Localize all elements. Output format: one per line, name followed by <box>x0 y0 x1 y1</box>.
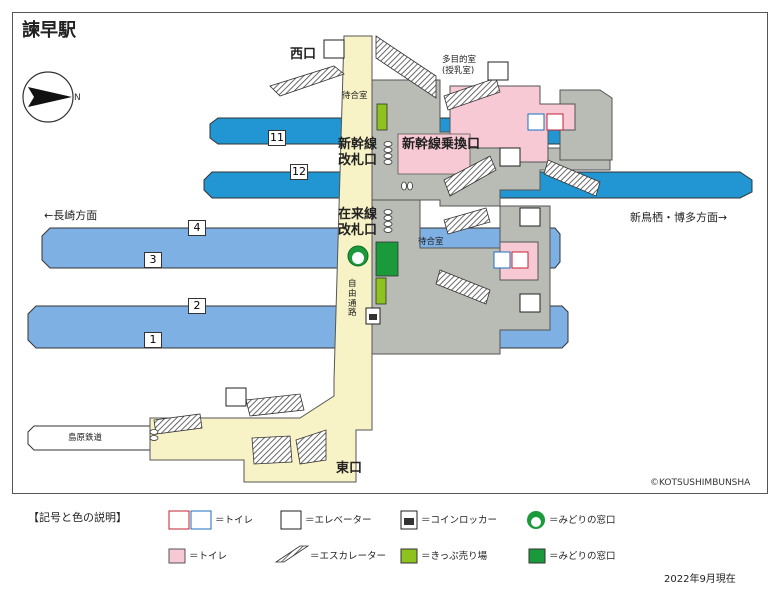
date-note: 2022年9月現在 <box>664 574 736 585</box>
platform-label-3: 3 <box>144 252 162 268</box>
conventional-gate-1: 在来線 <box>338 207 378 222</box>
direction-west: ←長崎方面 <box>44 209 98 222</box>
multipurpose-room: 多目的室 <box>442 55 477 65</box>
shimabara-label: 島原鉄道 <box>68 433 103 443</box>
toilet-icon <box>493 113 564 269</box>
legend-label-midori-area: ＝みどりの窓口 <box>549 551 616 562</box>
ticket-area-upper <box>376 103 388 131</box>
copyright: ©KOTSUSHIMBUNSHA <box>650 478 751 488</box>
legend-label-midori-icon: ＝みどりの窓口 <box>549 515 616 526</box>
shinkansen-gate-2: 改札口 <box>338 153 378 168</box>
svg-text:N: N <box>74 93 81 103</box>
east-exit-label: 東口 <box>336 461 363 476</box>
waiting-room-lower: 待合室 <box>418 237 444 247</box>
waiting-room-upper: 待合室 <box>342 91 368 101</box>
shinkansen-gate-1: 新幹線 <box>338 137 378 152</box>
gate-icon <box>149 141 413 441</box>
transfer-gate-label: 新幹線乗換口 <box>402 137 481 152</box>
legend-icons <box>168 510 546 564</box>
compass-icon: N <box>22 71 81 123</box>
platform-label-1: 1 <box>144 332 162 348</box>
platform-label-4: 4 <box>188 220 206 236</box>
legend-title: 【記号と色の説明】 <box>28 511 127 524</box>
legend-label-pink: ＝トイレ <box>189 551 228 562</box>
station-title: 諫早駅 <box>22 20 76 41</box>
legend-label-toilet: ＝トイレ <box>215 515 254 526</box>
midori-area <box>375 241 399 277</box>
west-exit-label: 西口 <box>290 47 317 62</box>
coin-locker-icon <box>365 307 381 325</box>
legend-label-escalator: ＝エスカレーター <box>310 551 387 562</box>
concourse-lower <box>371 199 551 355</box>
legend-label-coin-locker: ＝コインロッカー <box>421 515 498 526</box>
free-passage <box>149 35 373 483</box>
free-passage-label: 自由通路 <box>348 279 357 319</box>
escalator-icon <box>153 35 601 465</box>
platform-label-2: 2 <box>188 298 206 314</box>
nursing-room: (授乳室) <box>442 66 475 76</box>
ticket-area-lower <box>375 277 387 305</box>
legend-label-elevator: ＝エレベーター <box>305 515 372 526</box>
platform-label-12: 12 <box>290 164 308 180</box>
elevator-icon <box>225 39 541 407</box>
direction-east: 新鳥栖・博多方面→ <box>630 211 728 224</box>
midori-window-icon <box>347 245 369 267</box>
legend-label-ticket: ＝きっぷ売り場 <box>421 551 488 562</box>
conventional-gate-2: 改札口 <box>338 223 378 238</box>
platform-label-11: 11 <box>268 130 286 146</box>
